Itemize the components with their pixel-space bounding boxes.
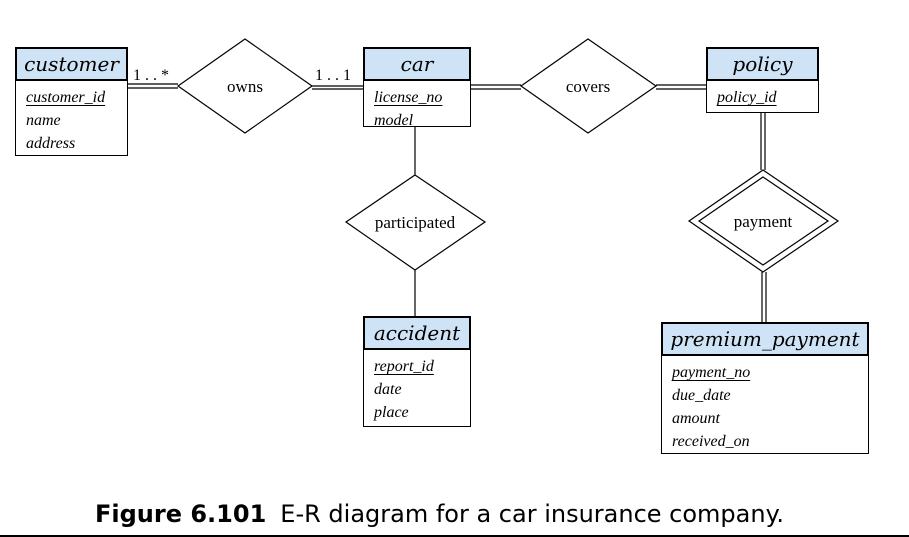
- entity-customer: customer customer_id name address: [15, 47, 128, 156]
- accident-key-attribute: report_id: [374, 358, 434, 375]
- policy-key-attribute: policy_id: [717, 89, 777, 106]
- bottom-rule: [0, 535, 909, 537]
- entity-policy-title: policy: [706, 47, 819, 81]
- owns-label: owns: [227, 77, 263, 96]
- covers-diamond: [519, 38, 658, 134]
- customer-attribute: name: [26, 112, 61, 129]
- entity-car: car license_no model: [363, 47, 471, 129]
- entity-accident: accident report_id date place: [363, 316, 471, 427]
- payment-diamond-inner: [697, 176, 830, 266]
- entity-premium-payment-title: premium_payment: [661, 322, 869, 356]
- premium-payment-key-attribute: payment_no: [672, 364, 751, 381]
- entity-accident-title: accident: [363, 316, 471, 350]
- customer-attribute: address: [26, 135, 76, 152]
- participated-label: participated: [375, 213, 456, 232]
- figure-number: Figure 6.101: [95, 500, 267, 528]
- accident-attribute: date: [374, 381, 402, 398]
- entity-policy: policy policy_id: [706, 47, 819, 113]
- premium-payment-attribute: received_on: [672, 433, 750, 450]
- accident-attribute: place: [374, 404, 409, 421]
- premium-payment-attribute: due_date: [672, 387, 731, 404]
- car-key-attribute: license_no: [374, 89, 443, 106]
- customer-key-attribute: customer_id: [26, 89, 106, 106]
- entity-car-attributes: license_no model: [364, 81, 470, 136]
- entity-premium-payment-attributes: payment_no due_date amount received_on: [662, 356, 868, 457]
- entity-premium-payment: premium_payment payment_no due_date amou…: [661, 322, 869, 454]
- figure-caption: Figure 6.101 E-R diagram for a car insura…: [95, 500, 784, 528]
- entity-customer-attributes: customer_id name address: [16, 81, 127, 159]
- participated-diamond: [344, 174, 487, 271]
- owns-car-cardinality: 1 . . 1: [315, 67, 351, 84]
- figure-caption-text: E-R diagram for a car insurance company.: [280, 500, 784, 528]
- entity-accident-attributes: report_id date place: [364, 350, 470, 428]
- entity-car-title: car: [363, 47, 471, 81]
- entity-customer-title: customer: [15, 47, 128, 81]
- entity-policy-attributes: policy_id: [707, 81, 818, 113]
- covers-label: covers: [566, 77, 610, 96]
- premium-payment-attribute: amount: [672, 410, 720, 427]
- owns-diamond: [176, 38, 314, 134]
- payment-label: payment: [734, 212, 793, 231]
- owns-customer-cardinality: 1 . . *: [133, 67, 169, 84]
- car-attribute: model: [374, 112, 414, 129]
